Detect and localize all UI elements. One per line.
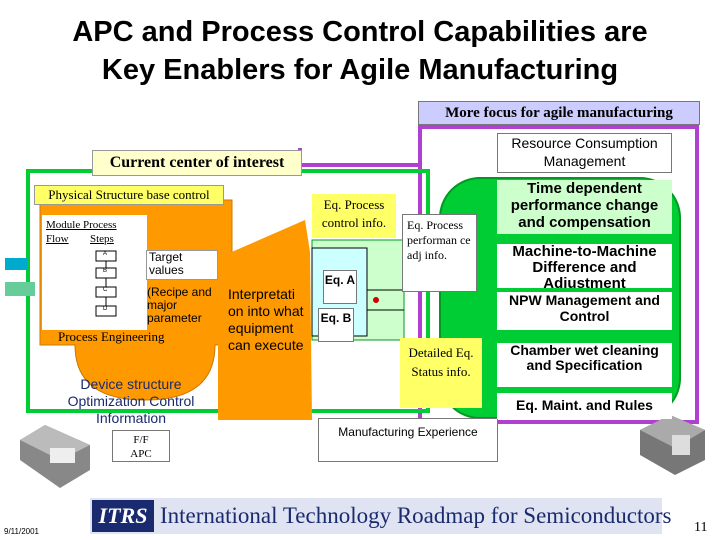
manufacturing-experience-box: Manufacturing Experience — [318, 418, 498, 462]
physical-structure-label: Physical Structure base control — [34, 185, 224, 205]
step-b-label: B — [103, 268, 108, 274]
eq-a-box: Eq. A — [323, 270, 357, 304]
time-dependent-box: Time dependent performance change and co… — [497, 180, 672, 234]
page-title-line2: Key Enablers for Agile Manufacturing — [101, 54, 619, 86]
machine-to-machine-box: Machine-to-Machine Difference and Adjust… — [497, 244, 672, 288]
step-d-label: D — [103, 306, 108, 312]
target-values-box: Target values — [146, 250, 218, 280]
apc-label: APC — [130, 448, 152, 460]
ff-apc-box: F/F APC — [112, 430, 170, 462]
eq-b-box: Eq. B — [318, 308, 354, 342]
more-focus-label: More focus for agile manufacturing — [418, 101, 700, 125]
page-number: 11 — [694, 520, 708, 535]
step-c-label: C — [103, 287, 108, 293]
orange-arrow — [218, 220, 312, 420]
wafer-stack-icon — [5, 282, 35, 296]
eq-maint-box: Eq. Maint. and Rules — [497, 393, 672, 419]
footer-date: 9/11/2001 — [4, 527, 39, 536]
equipment-dot-icon — [373, 297, 379, 303]
itrs-banner — [90, 498, 662, 534]
page-title-line1: APC and Process Control Capabilities are — [72, 16, 648, 48]
module-panel — [42, 215, 147, 330]
current-center-label: Current center of interest — [92, 150, 302, 176]
module-process-label: Module Process — [46, 219, 117, 231]
device-structure-label: Device structure Optimization Control In… — [67, 376, 195, 426]
step-a-label: A — [103, 251, 108, 257]
detailed-status-box: Detailed Eq. Status info. — [400, 338, 482, 408]
chamber-wet-box: Chamber wet cleaning and Specification — [497, 343, 672, 387]
fab-tool-icon — [640, 415, 705, 475]
purple-connector — [298, 148, 420, 167]
steps-label: Steps — [90, 233, 114, 245]
recipe-text: (Recipe and major parameter — [147, 285, 212, 325]
resource-consumption-box: Resource Consumption Management — [497, 133, 672, 173]
fab-machine-icon — [20, 425, 90, 488]
flow-label: Flow — [46, 233, 69, 245]
itrs-banner-text: International Technology Roadmap for Sem… — [160, 503, 672, 528]
interpretation-text: Interpretati on into what equipment can … — [228, 286, 304, 353]
npw-management-box: NPW Management and Control — [497, 292, 672, 330]
process-engineering-label: Process Engineering — [58, 329, 165, 344]
itrs-logo: ITRS — [98, 503, 148, 528]
eq-process-control-box: Eq. Process control info. — [312, 194, 396, 238]
purple-frame — [418, 125, 699, 424]
eq-process-performance-box: Eq. Process performan ce adj info. — [402, 214, 477, 292]
ff-label: F/F — [133, 434, 149, 446]
wafer-icon — [5, 258, 27, 270]
itrs-logo-box — [92, 500, 154, 532]
